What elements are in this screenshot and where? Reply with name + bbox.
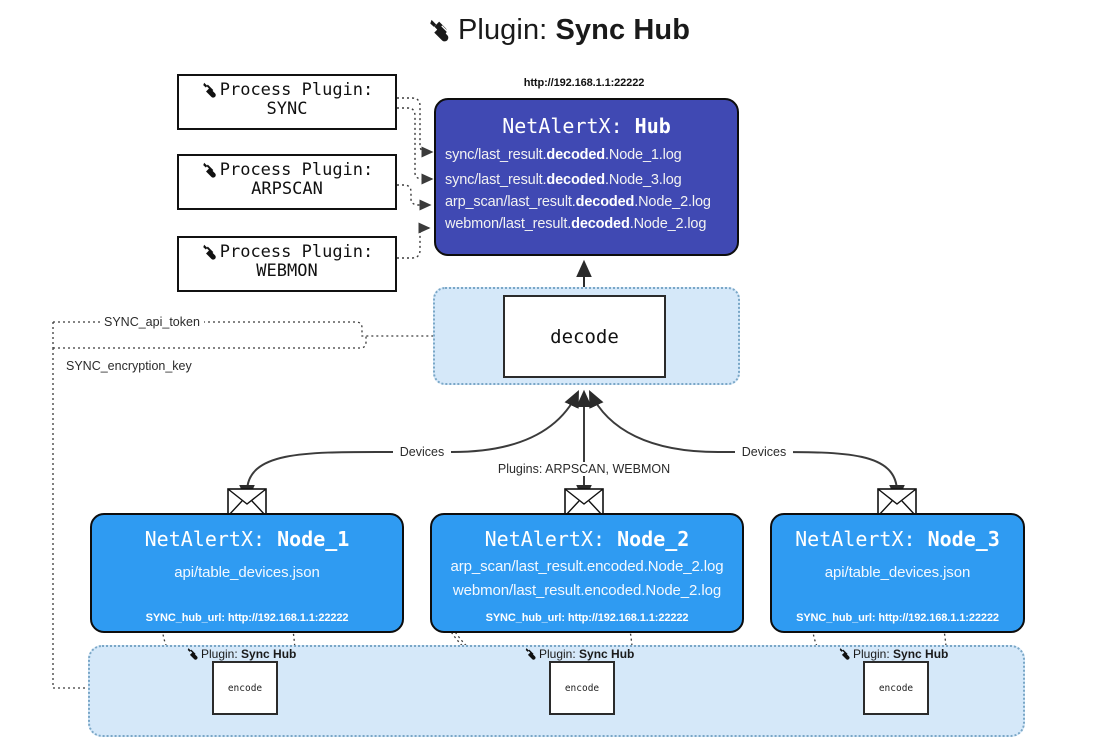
node-box-node-1[interactable]: NetAlertX: Node_1 api/table_devices.json… — [90, 513, 404, 633]
encode-box-node-1[interactable]: encode — [212, 661, 278, 715]
encoder-plugin-label-node-2: Plugin: Sync Hub — [524, 646, 634, 661]
plug-icon — [202, 82, 216, 98]
process-plugin-box-arpscan[interactable]: Process Plugin: ARPSCAN — [177, 154, 397, 210]
node-box-node-3[interactable]: NetAlertX: Node_3 api/table_devices.json… — [770, 513, 1025, 633]
node-resource-line: arp_scan/last_result.encoded.Node_2.log — [450, 558, 724, 575]
hub-log-line-2: sync/last_result.decoded.Node_3.log — [445, 172, 682, 188]
decode-box[interactable]: decode — [503, 295, 666, 378]
hub-box[interactable]: NetAlertX: Hub sync/last_result.decoded.… — [434, 98, 739, 256]
plug-icon — [525, 648, 536, 660]
plug-icon — [430, 19, 451, 42]
process-plugin-name: WEBMON — [256, 261, 318, 282]
node-resource-line: webmon/last_result.encoded.Node_2.log — [452, 582, 722, 599]
page-title: Plugin: Sync Hub — [0, 14, 1117, 47]
node-hub-url: SYNC_hub_url: http://192.168.1.1:22222 — [485, 612, 689, 624]
hub-log-line-1: sync/last_result.decoded.Node_1.log — [445, 147, 682, 163]
envelope-icon-node-3 — [877, 485, 917, 517]
process-plugin-name: ARPSCAN — [251, 179, 323, 200]
encode-box-node-3[interactable]: encode — [863, 661, 929, 715]
title-name: Sync Hub — [555, 14, 691, 46]
node-title: NetAlertX: Node_1 — [144, 527, 350, 551]
hub-url-label: http://192.168.1.1:22222 — [523, 77, 645, 89]
node-hub-url: SYNC_hub_url: http://192.168.1.1:22222 — [145, 612, 349, 624]
envelope-icon-node-2 — [564, 485, 604, 517]
process-plugin-label: Process Plugin: — [219, 80, 374, 100]
process-plugin-box-webmon[interactable]: Process Plugin: WEBMON — [177, 236, 397, 292]
hub-log-line-4: webmon/last_result.decoded.Node_2.log — [445, 216, 707, 232]
devices-left-label: Devices — [393, 445, 451, 459]
hub-title: NetAlertX: Hub — [502, 114, 671, 138]
node-hub-url: SYNC_hub_url: http://192.168.1.1:22222 — [796, 612, 999, 624]
node-title: NetAlertX: Node_2 — [484, 527, 690, 551]
node-resource-line: api/table_devices.json — [824, 564, 971, 581]
devices-right-label: Devices — [735, 445, 793, 459]
encoder-plugin-label-node-1: Plugin: Sync Hub — [186, 646, 296, 661]
plug-icon — [202, 244, 216, 260]
process-plugin-name: SYNC — [266, 99, 308, 120]
process-plugin-label: Process Plugin: — [219, 160, 374, 180]
plug-icon — [839, 648, 850, 660]
plug-icon — [202, 162, 216, 178]
process-plugin-box-sync[interactable]: Process Plugin: SYNC — [177, 74, 397, 130]
node-resource-line: api/table_devices.json — [174, 564, 320, 581]
node-title: NetAlertX: Node_3 — [795, 527, 1000, 551]
plugins-middle-label: Plugins: ARPSCAN, WEBMON — [484, 462, 684, 476]
encode-box-node-2[interactable]: encode — [549, 661, 615, 715]
hub-log-line-3: arp_scan/last_result.decoded.Node_2.log — [445, 194, 711, 210]
title-prefix: Plugin: — [457, 14, 556, 46]
sync-encryption-key-label: SYNC_encryption_key — [62, 359, 196, 373]
process-plugin-label: Process Plugin: — [219, 242, 374, 262]
sync-api-token-label: SYNC_api_token — [100, 315, 204, 329]
encoder-plugin-label-node-3: Plugin: Sync Hub — [838, 646, 948, 661]
envelope-icon-node-1 — [227, 485, 267, 517]
plug-icon — [187, 648, 198, 660]
node-box-node-2[interactable]: NetAlertX: Node_2 arp_scan/last_result.e… — [430, 513, 744, 633]
